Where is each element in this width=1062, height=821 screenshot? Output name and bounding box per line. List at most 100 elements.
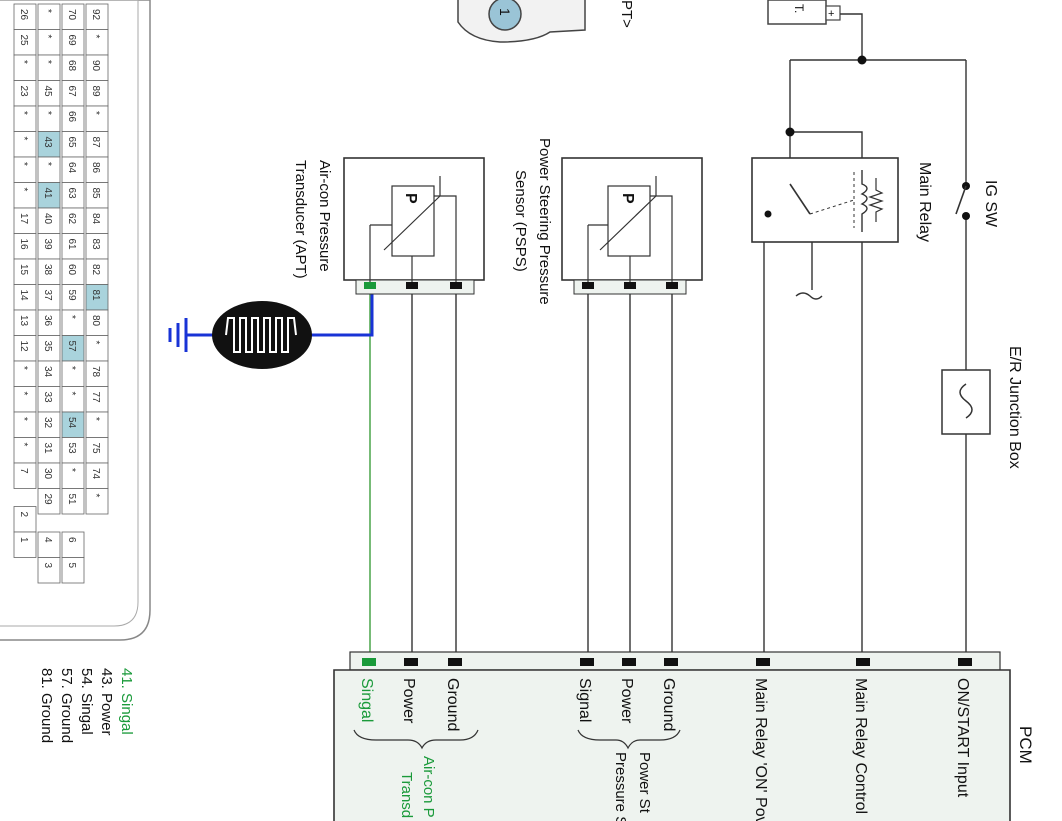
pin-number: 69	[66, 35, 77, 47]
legend-41: 41. Singal	[118, 668, 135, 735]
svg-text:Main Relay: Main Relay	[916, 162, 933, 242]
connector-pinout: 2625*23****171615141312****721***45*43*4…	[0, 0, 151, 641]
pin-number: 78	[90, 366, 101, 378]
pin-cell	[13, 462, 37, 489]
pcm-pin-psps-signal: Signal	[576, 678, 593, 722]
pin-cell	[13, 182, 37, 209]
pin-number: *	[18, 392, 29, 396]
pin-number: 2	[18, 512, 29, 518]
pin-cell	[37, 488, 61, 515]
pcm-pin-psps-power: Power	[618, 678, 635, 724]
pin-number: *	[66, 366, 77, 370]
pin-number: 5	[66, 563, 77, 569]
pin-number: 62	[66, 213, 77, 225]
pin-number: *	[90, 111, 101, 115]
connector-pin-grid: 2625*23****171615141312****721***45*43*4…	[13, 3, 109, 584]
pin-number: 35	[42, 341, 53, 353]
pcm-pin-apt-signal: Singal	[358, 678, 375, 722]
pin-cell	[37, 156, 61, 183]
pin-number: 13	[18, 315, 29, 327]
svg-text:+: +	[828, 8, 834, 20]
pin-cell	[85, 29, 109, 56]
pin-number: *	[18, 60, 29, 64]
svg-text:Air-con Pressure: Air-con Pressure	[316, 160, 333, 272]
pin-number: 15	[18, 264, 29, 276]
pin-number: 16	[18, 239, 29, 251]
battery-terminal: + T.	[767, 0, 841, 25]
sensor-terminals	[364, 282, 678, 289]
pin-cell	[37, 531, 61, 558]
pin-number: 33	[42, 392, 53, 404]
pin-legend: 41. Singal 43. Power 54. Singal 57. Grou…	[38, 668, 135, 743]
svg-text:Power Steering Pressure: Power Steering Pressure	[536, 138, 553, 305]
pin-cell	[13, 531, 37, 558]
pcm-pin-main-relay-on-power: Main Relay 'ON' Pov	[752, 678, 769, 821]
pin-number: *	[18, 417, 29, 421]
pin-number: 68	[66, 60, 77, 72]
pin-cell	[37, 54, 61, 81]
pin-cell	[85, 105, 109, 132]
svg-text:E/R Junction Box: E/R Junction Box	[1006, 346, 1023, 469]
pin-number: 70	[66, 9, 77, 21]
pin-cell	[37, 3, 61, 30]
pin-number: 64	[66, 162, 77, 174]
pin-number: 82	[90, 264, 101, 276]
junction-box: E/R Junction Box	[941, 346, 1023, 469]
ig-switch: IG SW	[955, 180, 999, 228]
legend-43: 43. Power	[98, 668, 115, 736]
pin-number: 6	[66, 537, 77, 543]
pin-number: 59	[66, 290, 77, 302]
pin-number: 81	[90, 290, 101, 302]
pin-cell	[85, 335, 109, 362]
psps-sensor: P Power Steering Pressure Sensor (PSPS)	[512, 138, 703, 305]
pin-number: 90	[90, 60, 101, 72]
ground-symbol	[168, 318, 200, 352]
pin-number: *	[18, 137, 29, 141]
pin-cell	[37, 105, 61, 132]
pin-number: 60	[66, 264, 77, 276]
pin-cell	[61, 309, 85, 336]
pin-number: *	[90, 341, 101, 345]
pin-number: 1	[18, 537, 29, 543]
pin-number: *	[42, 9, 53, 13]
pin-cell	[61, 386, 85, 413]
pin-number: 45	[42, 86, 53, 98]
pin-number: 14	[18, 290, 29, 302]
svg-text:IG SW: IG SW	[982, 180, 999, 228]
pin-number: *	[42, 35, 53, 39]
pcm-pin-psps-ground: Ground	[660, 678, 677, 731]
pin-number: *	[42, 60, 53, 64]
pin-number: 40	[42, 213, 53, 225]
pin-number: 86	[90, 162, 101, 174]
pin-number: 54	[66, 417, 77, 429]
pin-number: 32	[42, 417, 53, 429]
pin-cell	[13, 360, 37, 387]
pin-number: 92	[90, 9, 101, 21]
pin-cell	[85, 411, 109, 438]
pin-cell	[13, 131, 37, 158]
pcm-title: PCM	[1016, 726, 1035, 764]
pcm-group-psps-2: Pressure S	[612, 752, 629, 821]
legend-57: 57. Ground	[58, 668, 75, 743]
pin-number: *	[90, 494, 101, 498]
pin-number: 85	[90, 188, 101, 200]
pin-number: 7	[18, 468, 29, 474]
pin-number: 12	[18, 341, 29, 353]
pin-cell	[13, 386, 37, 413]
pin-cell	[13, 54, 37, 81]
pin-number: *	[90, 35, 101, 39]
pin-number: 74	[90, 468, 101, 480]
pin-number: 83	[90, 239, 101, 251]
connector-illustration: 1 PT>	[457, 0, 635, 43]
pin-number: 26	[18, 9, 29, 21]
pcm-group-apt-2: Transd	[398, 772, 415, 818]
pin-number: *	[42, 111, 53, 115]
pin-number: 43	[42, 137, 53, 149]
pin-number: 53	[66, 443, 77, 455]
pcm-pin-main-relay-control: Main Relay Control	[852, 678, 869, 814]
pcm-pin-apt-power: Power	[400, 678, 417, 724]
pin-number: 23	[18, 86, 29, 98]
pin-cell	[61, 557, 85, 584]
pin-number: 80	[90, 315, 101, 327]
